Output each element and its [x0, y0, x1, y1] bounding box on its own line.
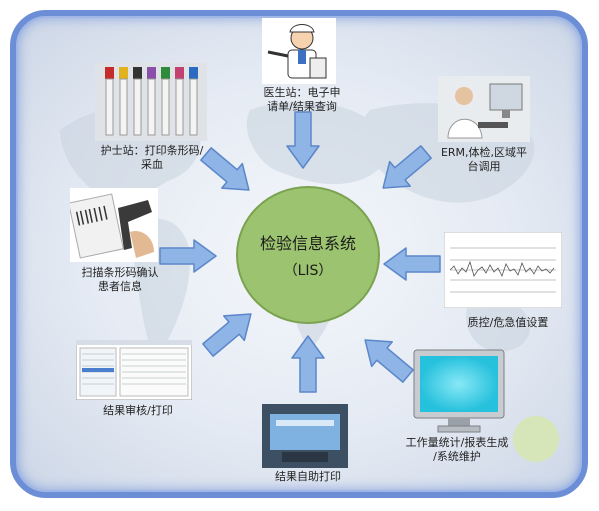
arrow-from-review	[196, 300, 262, 364]
lis-hub: 检验信息系统 （LIS）	[236, 186, 380, 324]
review-label: 结果审核/打印	[88, 404, 188, 418]
decorative-circle	[513, 416, 559, 462]
monitor-icon	[413, 349, 505, 433]
stats-label-line1: 工作量统计/报表生成	[405, 436, 509, 449]
scan-label-line2: 患者信息	[98, 280, 142, 293]
arrow-from-doctor	[286, 111, 320, 169]
hub-title: 检验信息系统	[259, 234, 356, 253]
erm-label: ERM,体检,区域平 台调用	[434, 146, 534, 174]
doctor-label: 医生站：电子申 请单/结果查询	[262, 86, 342, 114]
doctor-cartoon-icon	[262, 18, 336, 84]
self-service-kiosk-icon	[262, 404, 348, 468]
scan-label-line1: 扫描条形码确认	[81, 266, 159, 279]
qc-label: 质控/危急值设置	[458, 316, 558, 330]
erm-node	[438, 76, 530, 142]
control-chart-icon	[444, 232, 562, 308]
selfprint-label-line1: 结果自助打印	[275, 470, 341, 483]
selfprint-node	[262, 404, 348, 468]
erm-label-line2: 台调用	[467, 160, 501, 173]
review-label-line1: 结果审核/打印	[103, 404, 173, 417]
stats-label: 工作量统计/报表生成 /系统维护	[392, 436, 522, 464]
doctor-node	[262, 18, 336, 84]
blood-tubes-icon	[95, 63, 207, 141]
nurse-node	[95, 63, 207, 141]
scan-node	[70, 188, 158, 262]
arrow-from-qc	[383, 247, 441, 281]
doctor-label-line2: 请单/结果查询	[267, 100, 337, 113]
doctor-at-computer-icon	[438, 76, 530, 142]
barcode-scanner-icon	[70, 188, 158, 262]
nurse-label-line2: 采血	[141, 158, 163, 171]
scan-label: 扫描条形码确认 患者信息	[70, 266, 170, 294]
qc-label-line1: 质控/危急值设置	[467, 316, 549, 329]
erm-label-line1: ERM,体检,区域平	[440, 146, 528, 159]
doctor-label-line1: 医生站：电子申	[263, 86, 341, 99]
result-review-screen-icon	[76, 340, 192, 400]
arrow-from-selfprint	[291, 335, 325, 393]
nurse-label: 护士站：打印条形码/ 采血	[92, 144, 212, 172]
review-node	[76, 340, 192, 400]
selfprint-label: 结果自助打印	[258, 470, 358, 484]
stats-node	[412, 348, 506, 434]
arrow-from-erm	[372, 138, 438, 202]
qc-node	[444, 232, 562, 308]
arrow-from-stats	[354, 326, 420, 390]
stats-label-line2: /系统维护	[433, 450, 481, 463]
hub-subtitle: （LIS）	[283, 263, 333, 279]
nurse-label-line1: 护士站：打印条形码/	[100, 144, 204, 157]
